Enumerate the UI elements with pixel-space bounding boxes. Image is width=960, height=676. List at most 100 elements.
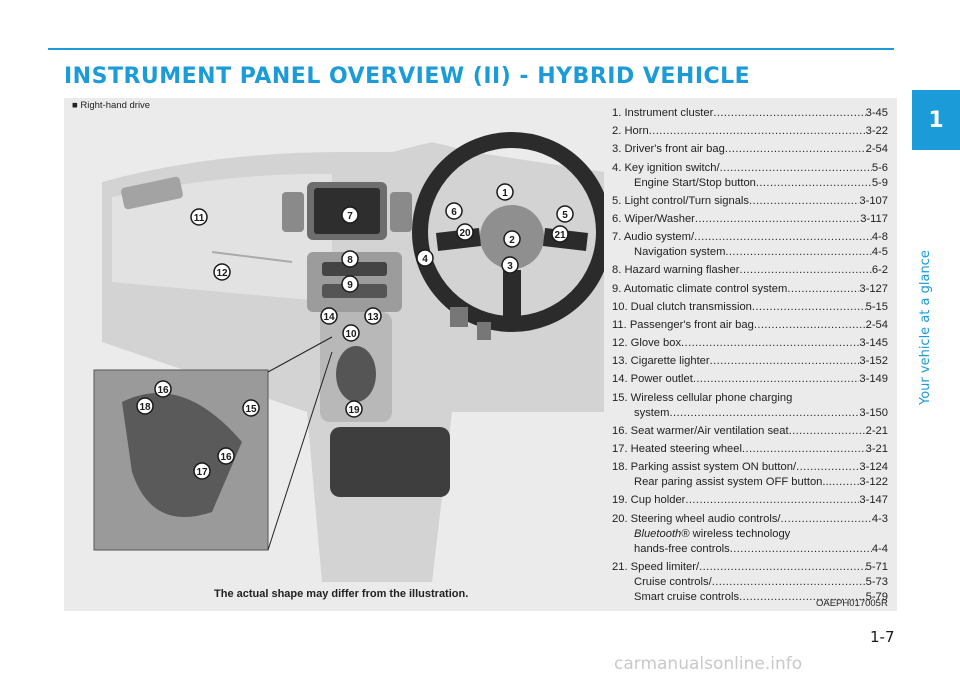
item-page-ref[interactable]: 3-22 <box>865 125 888 138</box>
item-page-ref[interactable]: 5-6 <box>871 161 888 174</box>
chapter-tab[interactable]: 1 <box>912 90 960 150</box>
list-item-line: 10. Dual clutch transmission 5-15 <box>612 300 888 315</box>
dot-leader <box>694 230 872 245</box>
item-text: 14. Power outlet <box>612 373 693 386</box>
item-page-ref[interactable]: 2-54 <box>865 318 888 331</box>
item-text: 12. Glove box <box>612 337 682 350</box>
item-page-ref[interactable]: 3-152 <box>859 355 888 368</box>
list-item-line: 3. Driver's front air bag 2-54 <box>612 142 888 157</box>
callout-19 <box>345 400 363 418</box>
item-text: 11. Passenger's front air bag <box>612 318 754 331</box>
item-page-ref[interactable]: 3-127 <box>859 282 888 295</box>
item-text: 4. Key ignition switch/ <box>612 161 720 174</box>
callout-6 <box>445 202 463 220</box>
item-text: Rear paring assist system OFF button.. <box>634 476 829 489</box>
callout-15 <box>242 399 260 417</box>
dot-leader <box>749 194 859 209</box>
dot-leader <box>649 124 866 139</box>
dot-leader <box>742 442 866 457</box>
list-item-line: 5. Light control/Turn signals 3-107 <box>612 194 888 209</box>
chapter-title: Your vehicle at a glance <box>918 250 933 405</box>
item-text: 13. Cigarette lighter <box>612 355 710 368</box>
dot-leader <box>754 318 866 333</box>
item-page-ref[interactable]: 5-9 <box>871 176 888 189</box>
dot-leader <box>685 493 859 508</box>
item-page-ref[interactable]: 3-117 <box>860 212 888 225</box>
item-page-ref[interactable]: 5-73 <box>865 575 888 588</box>
item-page-ref[interactable]: 3-107 <box>859 194 888 207</box>
callout-14 <box>320 307 338 325</box>
list-item-line: 11. Passenger's front air bag 2-54 <box>612 318 888 333</box>
item-text: 21. Speed limiter/ <box>612 560 700 573</box>
callout-label: 1 <box>502 188 508 199</box>
callout-label: 19 <box>348 405 360 416</box>
item-page-ref[interactable]: 4-4 <box>871 542 888 555</box>
callout-3 <box>501 256 519 274</box>
item-page-ref[interactable]: 3-145 <box>859 337 888 350</box>
list-item-line: 20. Steering wheel audio controls/ 4-3 <box>612 512 888 527</box>
callout-label: 20 <box>459 228 471 239</box>
callout-label: 13 <box>367 312 379 323</box>
dot-leader <box>789 424 866 439</box>
item-text: 15. Wireless cellular phone charging <box>612 391 793 404</box>
item-page-ref[interactable]: 3-21 <box>865 443 888 455</box>
list-item-line: Engine Start/Stop button 5-9 <box>612 176 888 191</box>
callout-label: 16 <box>157 385 169 396</box>
dot-leader <box>725 142 866 157</box>
callout-label: 16 <box>220 452 232 463</box>
item-page-ref[interactable]: 5-71 <box>865 560 888 573</box>
component-list-item: 9. Automatic climate control system 3-12… <box>612 282 888 297</box>
item-page-ref[interactable]: 5-15 <box>865 300 888 313</box>
component-list-item: 18. Parking assist system ON button/3-12… <box>612 460 888 490</box>
item-text: 5. Light control/Turn signals <box>612 194 750 207</box>
watermark: carmanualsonline.info <box>614 654 803 674</box>
item-page-ref[interactable]: 3-150 <box>859 406 888 419</box>
figure-reference: OAEPH017005R <box>816 598 888 609</box>
item-page-ref[interactable]: 6-2 <box>871 264 888 277</box>
drive-label: ■ Right-hand drive <box>72 100 151 111</box>
item-page-ref[interactable]: 3-45 <box>865 107 888 119</box>
item-text: Smart cruise controls <box>634 590 740 603</box>
callout-label: 4 <box>422 254 428 265</box>
list-item-line: 19. Cup holder 3-147 <box>612 493 888 508</box>
item-page-ref[interactable]: 4-8 <box>871 231 888 244</box>
list-item-line: 6. Wiper/Washer 3-117 <box>612 212 888 227</box>
item-text: Engine Start/Stop button <box>634 176 756 189</box>
list-item-line: 1. Instrument cluster 3-45 <box>612 106 888 121</box>
list-item-line: 15. Wireless cellular phone charging <box>612 391 888 406</box>
item-page-ref[interactable]: 3-122 <box>859 476 888 489</box>
callout-label: 2 <box>509 235 515 246</box>
item-text: Bluetooth® wireless technology <box>634 527 791 540</box>
item-page-ref[interactable]: 5-79 <box>865 590 888 603</box>
dot-leader <box>756 176 872 191</box>
dot-leader <box>693 372 860 387</box>
dot-leader <box>752 300 866 315</box>
callout-16 <box>154 380 172 398</box>
item-page-ref[interactable]: 4-3 <box>871 512 888 525</box>
item-page-ref[interactable]: 2-21 <box>865 424 888 437</box>
callout-10 <box>342 324 360 342</box>
item-page-ref[interactable]: 4-5 <box>871 246 888 259</box>
item-text: 3. Driver's front air bag <box>612 143 725 156</box>
item-text: 16. Seat warmer/Air ventilation seat <box>612 424 789 437</box>
component-list-item: 12. Glove box 3-145 <box>612 336 888 351</box>
callout-7 <box>341 206 359 224</box>
list-item-line: 12. Glove box 3-145 <box>612 336 888 351</box>
callout-4 <box>416 249 434 267</box>
item-text: 20. Steering wheel audio controls/ <box>612 512 781 525</box>
item-page-ref[interactable]: 2-54 <box>865 143 888 156</box>
callout-label: 10 <box>345 329 357 340</box>
component-list-item: 5. Light control/Turn signals 3-107 <box>612 194 888 209</box>
list-item-line: 17. Heated steering wheel 3-21 <box>612 442 888 457</box>
callout-label: 14 <box>323 312 335 323</box>
item-page-ref[interactable]: 3-149 <box>859 373 888 386</box>
list-item-line: hands-free controls 4-4 <box>612 542 888 557</box>
callout-21 <box>551 225 569 243</box>
item-page-ref[interactable]: 3-124 <box>859 461 888 474</box>
dot-leader <box>712 575 866 590</box>
component-list-item: 3. Driver's front air bag 2-54 <box>612 142 888 157</box>
item-page-ref[interactable]: 3-147 <box>859 494 888 507</box>
dot-leader <box>725 245 871 260</box>
callout-11 <box>190 208 208 226</box>
callout-1 <box>496 183 514 201</box>
